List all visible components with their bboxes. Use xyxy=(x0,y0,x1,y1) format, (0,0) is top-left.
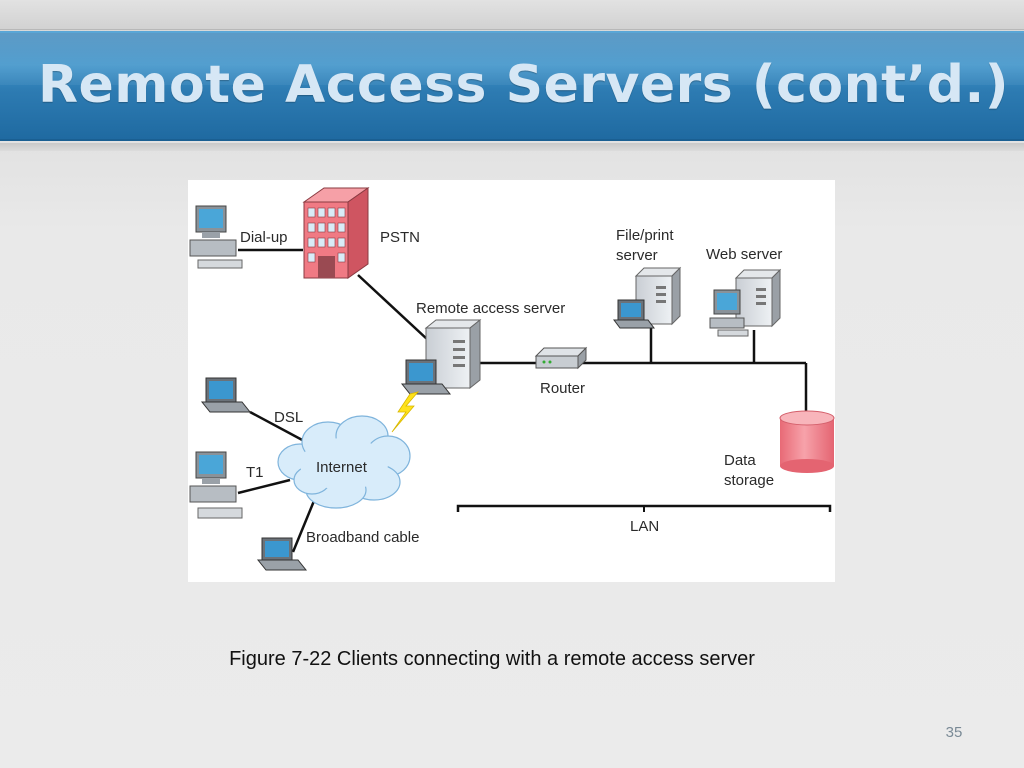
label-file-print-1: File/print xyxy=(616,227,674,244)
broadband-laptop-icon xyxy=(256,537,308,571)
figure-caption: Figure 7-22 Clients connecting with a re… xyxy=(229,648,755,670)
t1-desktop-icon xyxy=(189,451,243,519)
server-tower-icon xyxy=(424,318,482,390)
label-dsl: DSL xyxy=(274,409,303,426)
dsl-laptop-icon xyxy=(200,377,252,413)
web-server-icon xyxy=(709,268,782,337)
label-web-server: Web server xyxy=(706,246,782,263)
line-t1-internet xyxy=(237,478,291,495)
connection-lines xyxy=(237,248,808,553)
top-strip xyxy=(0,0,1024,30)
title-sheen xyxy=(0,33,1024,85)
building-icon xyxy=(302,187,370,279)
label-router: Router xyxy=(540,380,585,397)
cloud-icon xyxy=(277,415,411,509)
laptop-icon xyxy=(400,359,452,395)
label-file-print-2: server xyxy=(616,247,658,264)
database-cylinder-icon xyxy=(779,410,835,473)
desktop-computer-icon xyxy=(189,205,243,269)
label-broadband: Broadband cable xyxy=(306,529,419,546)
label-internet: Internet xyxy=(316,459,368,476)
label-storage: storage xyxy=(724,472,774,489)
label-dialup: Dial-up xyxy=(240,229,288,246)
title-bar: Remote Access Servers (cont’d.) xyxy=(0,31,1024,141)
line-pstn-ras xyxy=(357,274,429,341)
label-data: Data xyxy=(724,452,756,469)
slide-title: Remote Access Servers (cont’d.) xyxy=(38,55,1010,115)
page-number: 35 xyxy=(945,724,963,741)
diagram-canvas: Dial-up PSTN Remote access server File/p… xyxy=(189,187,835,571)
label-pstn: PSTN xyxy=(380,229,420,246)
wireless-lightning-icon xyxy=(391,391,420,433)
line-broadband-internet xyxy=(291,495,318,553)
label-lan: LAN xyxy=(630,518,659,535)
file-print-server-icon xyxy=(613,266,682,329)
label-remote-access-server: Remote access server xyxy=(416,300,565,317)
sub-strip xyxy=(0,143,1024,151)
network-diagram: Dial-up PSTN Remote access server File/p… xyxy=(188,180,835,582)
line-dsl-internet xyxy=(249,410,307,444)
router-icon xyxy=(534,346,588,370)
label-t1: T1 xyxy=(246,464,264,481)
